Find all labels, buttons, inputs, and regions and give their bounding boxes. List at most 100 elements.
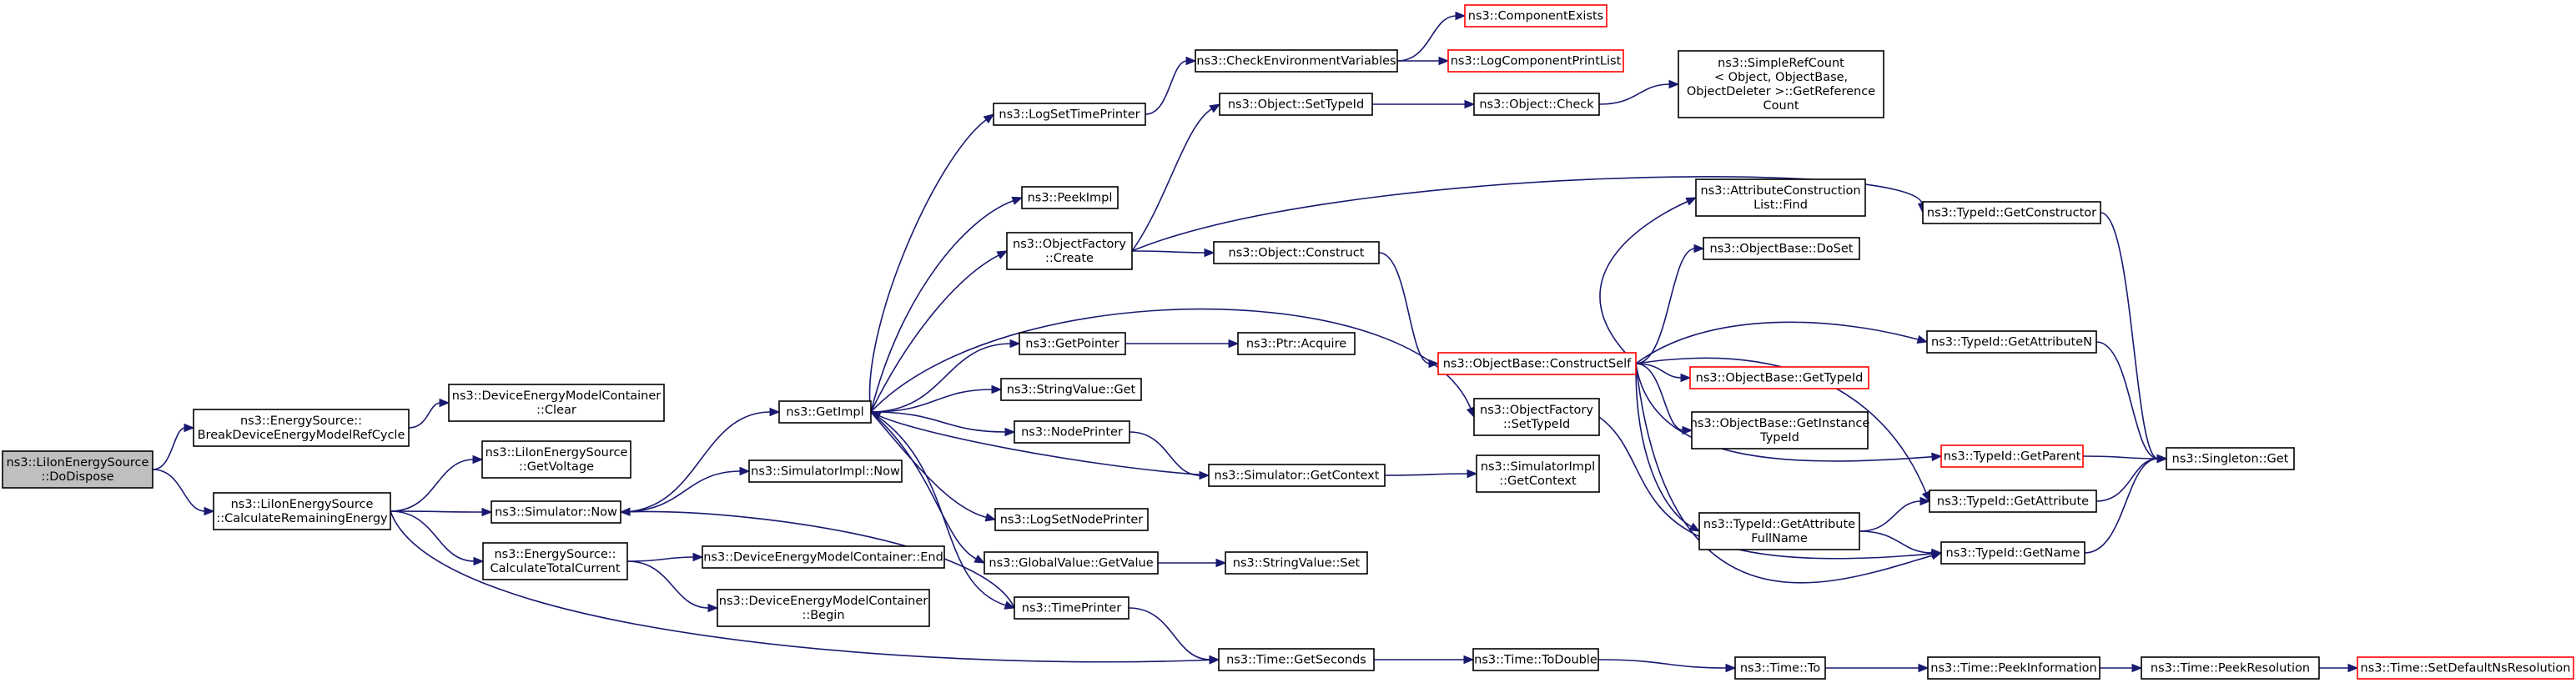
- edge-arrowhead: [1215, 558, 1227, 568]
- edge-arrowhead: [1931, 452, 1943, 462]
- node-box: [778, 400, 872, 424]
- edge-sim-getcontext-to-getimpl: [878, 414, 1210, 476]
- node-time-setdefaultns[interactable]: ns3::Time::SetDefaultNsResolution: [2357, 656, 2574, 680]
- node-gv-getvalue[interactable]: ns3::GlobalValue::GetValue: [984, 551, 1159, 575]
- node-label: ns3::GlobalValue::GetValue: [989, 557, 1153, 570]
- node-obj-settypeid[interactable]: ns3::Object::SetTypeId: [1219, 93, 1373, 116]
- node-demc-begin[interactable]: ns3::DeviceEnergyModelContainer::Begin: [717, 589, 930, 627]
- node-label: ns3::Time::PeekResolution: [2151, 662, 2310, 675]
- node-peekimpl[interactable]: ns3::PeekImpl: [1021, 186, 1119, 209]
- node-tid-getattrn[interactable]: ns3::TypeId::GetAttributeN: [1926, 330, 2097, 354]
- node-box: [1940, 444, 2084, 468]
- node-label: ns3::TypeId::GetAttributeN: [1931, 336, 2092, 349]
- node-time-getseconds[interactable]: ns3::Time::GetSeconds: [1218, 648, 1375, 671]
- node-logsetnode[interactable]: ns3::LogSetNodePrinter: [994, 508, 1149, 531]
- edge-getimpl-to-logsetnode: [870, 411, 988, 519]
- node-calcrem[interactable]: ns3::LiIonEnergySource::CalculateRemaini…: [213, 492, 391, 530]
- edge-arrowhead: [1680, 373, 1692, 383]
- node-logcompprint[interactable]: ns3::LogComponentPrintList: [1447, 49, 1624, 73]
- edge-arrowhead: [1009, 339, 1021, 349]
- node-label: ::CalculateRemainingEnergy: [216, 512, 388, 525]
- node-compexists[interactable]: ns3::ComponentExists: [1464, 4, 1607, 28]
- node-demc-end[interactable]: ns3::DeviceEnergyModelContainer::End: [702, 545, 945, 569]
- node-simimpl-now[interactable]: ns3::SimulatorImpl::Now: [748, 460, 903, 483]
- node-checkenv[interactable]: ns3::CheckEnvironmentVariables: [1195, 49, 1398, 73]
- edge-calcrem-to-getvoltage: [390, 459, 475, 512]
- edge-of-create-to-tid-getconstructor: [1131, 176, 1924, 252]
- node-label: ns3::StringValue::Get: [1007, 384, 1136, 397]
- edge-arrowhead: [692, 552, 704, 562]
- node-obj-check[interactable]: ns3::Object::Check: [1473, 93, 1600, 116]
- node-tid-getparent[interactable]: ns3::TypeId::GetParent: [1940, 444, 2084, 468]
- node-simplerefcount[interactable]: ns3::SimpleRefCount< Object, ObjectBase,…: [1678, 50, 1884, 118]
- node-box: [994, 508, 1149, 531]
- node-logsettime[interactable]: ns3::LogSetTimePrinter: [993, 103, 1146, 126]
- node-demc-clear[interactable]: ns3::DeviceEnergyModelContainer::Clear: [448, 384, 665, 422]
- node-box: [702, 545, 945, 569]
- node-of-settypeid[interactable]: ns3::ObjectFactory::SetTypeId: [1473, 398, 1600, 436]
- edge-arrowhead: [1463, 655, 1475, 665]
- node-label: ns3::LogComponentPrintList: [1451, 55, 1622, 68]
- node-sim-getcontext[interactable]: ns3::Simulator::GetContext: [1208, 464, 1386, 487]
- node-label: ns3::CheckEnvironmentVariables: [1196, 55, 1396, 68]
- node-box: [1473, 398, 1600, 436]
- node-singleton-get[interactable]: ns3::Singleton::Get: [2166, 447, 2295, 470]
- node-getimpl[interactable]: ns3::GetImpl: [778, 400, 872, 424]
- node-ob-constructself[interactable]: ns3::ObjectBase::ConstructSelf: [1437, 352, 1637, 375]
- node-getpointer[interactable]: ns3::GetPointer: [1019, 332, 1126, 355]
- node-box: [1014, 596, 1130, 620]
- node-time-peekres[interactable]: ns3::Time::PeekResolution: [2141, 656, 2320, 680]
- node-sim-now[interactable]: ns3::Simulator::Now: [491, 500, 621, 524]
- node-dispose[interactable]: ns3::LiIonEnergySource::DoDispose: [2, 450, 153, 489]
- node-simimpl-getcontext[interactable]: ns3::SimulatorImpl::GetContext: [1476, 454, 1600, 493]
- node-label: ns3::SimpleRefCount: [1718, 57, 1844, 70]
- node-box: [1019, 332, 1126, 355]
- edge-arrowhead: [439, 398, 450, 408]
- node-nodeprinter[interactable]: ns3::NodePrinter: [1014, 420, 1130, 444]
- node-box: [1437, 352, 1637, 375]
- edge-arrowhead: [2131, 663, 2143, 673]
- node-label: ns3::LiIonEnergySource: [486, 446, 628, 460]
- node-timeprinter[interactable]: ns3::TimePrinter: [1014, 596, 1130, 620]
- call-graph-nodes: ns3::LiIonEnergySource::DoDisposens3::En…: [2, 4, 2574, 680]
- node-ob-doset[interactable]: ns3::ObjectBase::DoSet: [1703, 237, 1860, 260]
- node-label: ::SetTypeId: [1503, 418, 1570, 431]
- edge-arrowhead: [1693, 244, 1705, 254]
- node-time-to[interactable]: ns3::Time::To: [1734, 656, 1826, 680]
- edge-of-create-to-obj-settypeid: [1131, 108, 1213, 252]
- node-tid-getconstructor[interactable]: ns3::TypeId::GetConstructor: [1922, 201, 2101, 224]
- node-getvoltage[interactable]: ns3::LiIonEnergySource::GetVoltage: [481, 440, 631, 479]
- node-break[interactable]: ns3::EnergySource::BreakDeviceEnergyMode…: [193, 409, 410, 447]
- node-label: ns3::DeviceEnergyModelContainer: [719, 595, 928, 608]
- node-ob-gettypeid[interactable]: ns3::ObjectBase::GetTypeId: [1689, 366, 1869, 389]
- node-box: [717, 589, 930, 627]
- node-box: [1219, 93, 1373, 116]
- node-box: [1195, 49, 1398, 73]
- edge-timeprinter-to-sim-now: [628, 510, 1015, 609]
- edge-tid-getattrn-to-singleton-get: [2096, 341, 2159, 460]
- node-label: ns3::ComponentExists: [1468, 10, 1604, 23]
- edge-arrowhead: [1725, 663, 1737, 673]
- node-box: [1464, 4, 1607, 28]
- node-label: ns3::GetPointer: [1025, 338, 1119, 351]
- edge-getimpl-to-of-settypeid: [870, 308, 1472, 413]
- node-time-todouble[interactable]: ns3::Time::ToDouble: [1472, 648, 1599, 671]
- edge-tid-getconstructor-to-singleton-get: [2100, 212, 2159, 460]
- edge-ob-constructself-to-tid-getname: [1635, 363, 1934, 584]
- node-tid-getattribute[interactable]: ns3::TypeId::GetAttribute: [1929, 490, 2097, 513]
- node-strval-get[interactable]: ns3::StringValue::Get: [1000, 378, 1142, 401]
- node-label: ns3::DeviceEnergyModelContainer::End: [703, 551, 943, 565]
- node-obj-construct[interactable]: ns3::Object::Construct: [1213, 241, 1380, 264]
- node-time-peekinfo[interactable]: ns3::Time::PeekInformation: [1927, 656, 2101, 680]
- node-of-create[interactable]: ns3::ObjectFactory::Create: [1006, 232, 1133, 270]
- node-strval-set[interactable]: ns3::StringValue::Set: [1225, 551, 1368, 575]
- node-label: ns3::LogSetTimePrinter: [999, 108, 1140, 122]
- node-label: ns3::Time::ToDouble: [1474, 654, 1597, 667]
- node-ptr-acquire[interactable]: ns3::Ptr::Acquire: [1237, 332, 1356, 355]
- edge-logsettime-to-checkenv: [1145, 60, 1188, 115]
- node-tid-getname[interactable]: ns3::TypeId::GetName: [1940, 541, 2085, 565]
- node-calctot[interactable]: ns3::EnergySource::CalculateTotalCurrent: [482, 542, 628, 580]
